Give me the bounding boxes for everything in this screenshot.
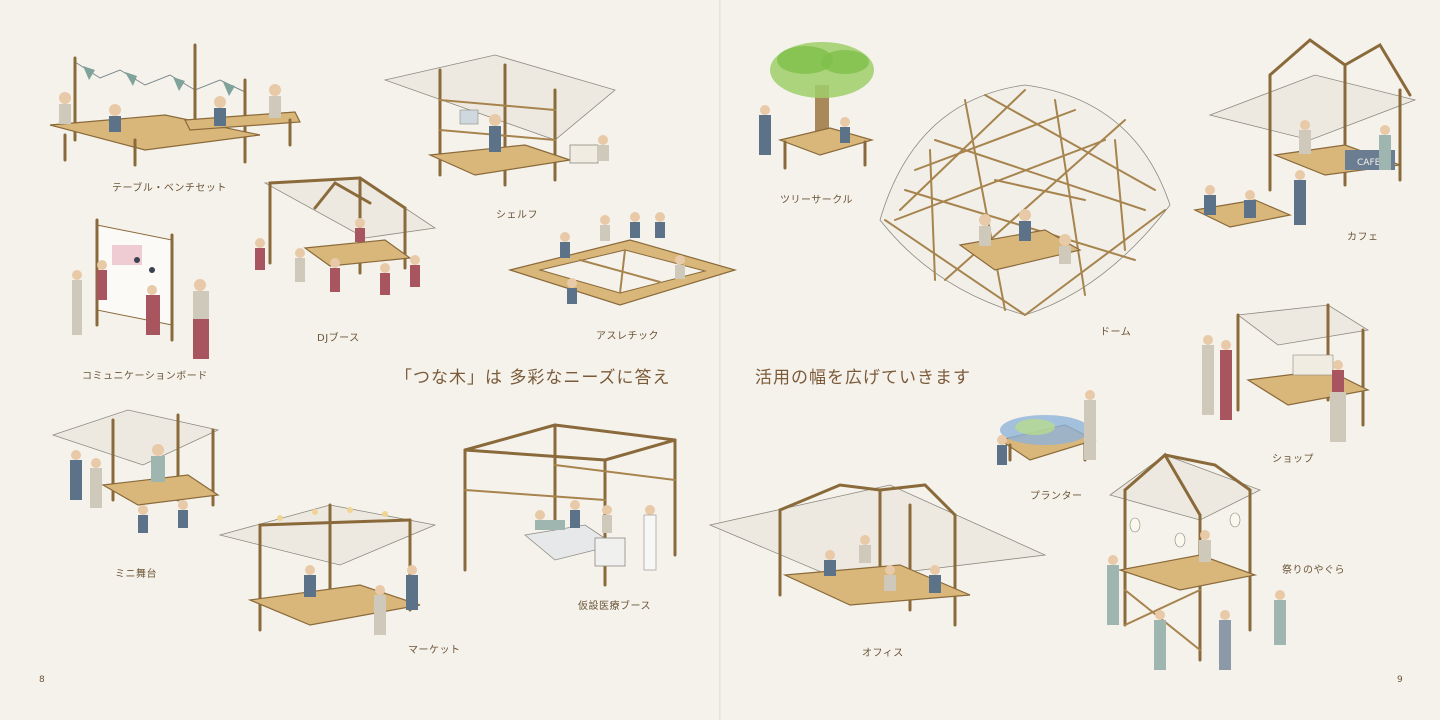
page-number-right: 9 (1397, 675, 1403, 685)
label-medical-booth: 仮設医療ブース (578, 601, 651, 612)
label-office: オフィス (862, 648, 904, 659)
dj-booth-illustration (255, 176, 437, 295)
page-number-left: 8 (39, 675, 45, 685)
tree-circle-illustration (759, 42, 875, 170)
headline-right: 活用の幅を広げていきます (755, 368, 971, 388)
label-festival-tower: 祭りのやぐら (1282, 565, 1345, 576)
label-planter: プランター (1030, 491, 1083, 502)
label-cafe: カフェ (1347, 232, 1379, 243)
mini-stage-illustration (51, 409, 220, 533)
headline-left: 「つな木」は 多彩なニーズに答え (395, 368, 671, 388)
communication-board-illustration (72, 218, 209, 359)
office-illustration (708, 483, 1047, 627)
label-shop: ショップ (1272, 454, 1314, 465)
cafe-illustration: CAFE (1193, 38, 1417, 228)
table-bench-illustration (49, 43, 301, 167)
market-illustration (218, 503, 437, 635)
label-table-bench: テーブル・ベンチセット (112, 183, 227, 194)
planter-illustration (997, 390, 1097, 465)
shop-illustration (1202, 303, 1370, 442)
shelf-illustration (383, 54, 616, 187)
athletic-illustration (507, 212, 738, 306)
label-mini-stage: ミニ舞台 (115, 569, 157, 580)
dome-illustration (879, 84, 1171, 316)
label-communication-board: コミュニケーションボード (82, 371, 208, 382)
label-shelf: シェルフ (496, 210, 538, 221)
label-tree-circle: ツリーサークル (780, 195, 853, 206)
label-market: マーケット (408, 645, 461, 656)
page-gutter (719, 0, 721, 720)
svg-text:CAFE: CAFE (1357, 158, 1381, 168)
medical-booth-illustration (463, 423, 677, 587)
label-dome: ドーム (1100, 327, 1132, 338)
label-athletic: アスレチック (596, 331, 659, 342)
festival-tower-illustration (1107, 452, 1286, 670)
label-dj-booth: DJブース (317, 333, 360, 344)
